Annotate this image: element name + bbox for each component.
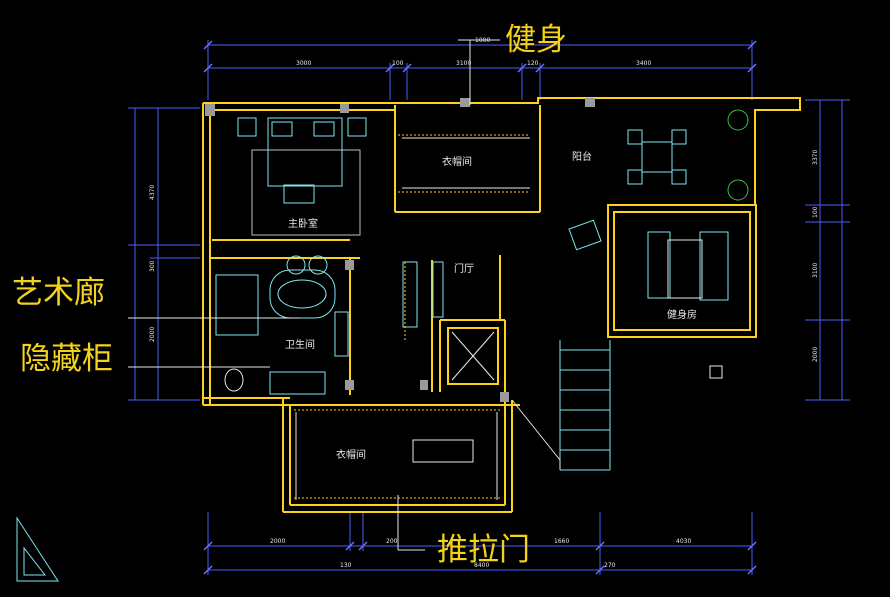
corner-symbol-inner xyxy=(23,546,47,576)
small-square xyxy=(709,365,723,379)
dim-top-seg-5: 3400 xyxy=(636,60,651,67)
walls xyxy=(202,97,801,513)
wall-columns xyxy=(205,98,595,402)
annotation-hidden-cabinet: 隐藏柜 xyxy=(20,341,113,377)
room-gym: 健身房 xyxy=(667,308,697,321)
dim-bottom-seg-3: 1660 xyxy=(554,538,569,545)
dim-bottom-seg-2: 200 xyxy=(386,538,398,545)
dim-left-seg-2: 300 xyxy=(149,260,156,272)
corner-symbol xyxy=(16,516,59,582)
room-master-bedroom: 主卧室 xyxy=(288,217,318,230)
room-balcony: 阳台 xyxy=(572,150,592,163)
dim-bottom-seg-4: 4030 xyxy=(676,538,691,545)
leader-lines xyxy=(128,39,500,551)
dim-top-seg-3: 3100 xyxy=(456,60,471,67)
dimension-lines xyxy=(128,40,850,575)
room-labels: 主卧室 衣帽间 阳台 门厅 健身房 卫生间 衣帽间 xyxy=(285,150,697,461)
dim-right-seg-3: 3100 xyxy=(812,263,819,278)
dim-top-seg-2: 100 xyxy=(392,60,404,67)
annotation-fitness: 健身 xyxy=(505,22,567,58)
furniture xyxy=(215,109,749,500)
dim-bottom-seg-1: 2000 xyxy=(270,538,285,545)
room-cloakroom-bottom: 衣帽间 xyxy=(336,448,366,461)
dim-right-seg-2: 100 xyxy=(812,206,819,218)
closet-hatching xyxy=(294,134,530,499)
dim-right-seg-1: 3370 xyxy=(812,150,819,165)
dimension-ticks xyxy=(203,40,757,575)
dim-top-seg-1: 3000 xyxy=(296,60,311,67)
dim-left-seg-1: 4370 xyxy=(149,185,156,200)
annotation-art-gallery: 艺术廊 xyxy=(12,275,105,311)
dimension-labels: 1000 3000 100 3100 120 3400 2000 200 166… xyxy=(149,37,819,569)
dim-bottom-total-2: 8400 xyxy=(474,562,489,569)
dim-top-seg-4: 120 xyxy=(527,60,539,67)
room-bathroom: 卫生间 xyxy=(285,338,315,351)
room-foyer: 门厅 xyxy=(454,262,474,275)
dim-right-seg-4: 2000 xyxy=(812,347,819,362)
dim-bottom-total-3: 270 xyxy=(604,562,616,569)
room-cloakroom-top: 衣帽间 xyxy=(442,155,472,168)
dim-left-seg-3: 2000 xyxy=(149,327,156,342)
dim-bottom-total-1: 130 xyxy=(340,562,352,569)
annotation-sliding-door: 推拉门 xyxy=(437,532,530,568)
